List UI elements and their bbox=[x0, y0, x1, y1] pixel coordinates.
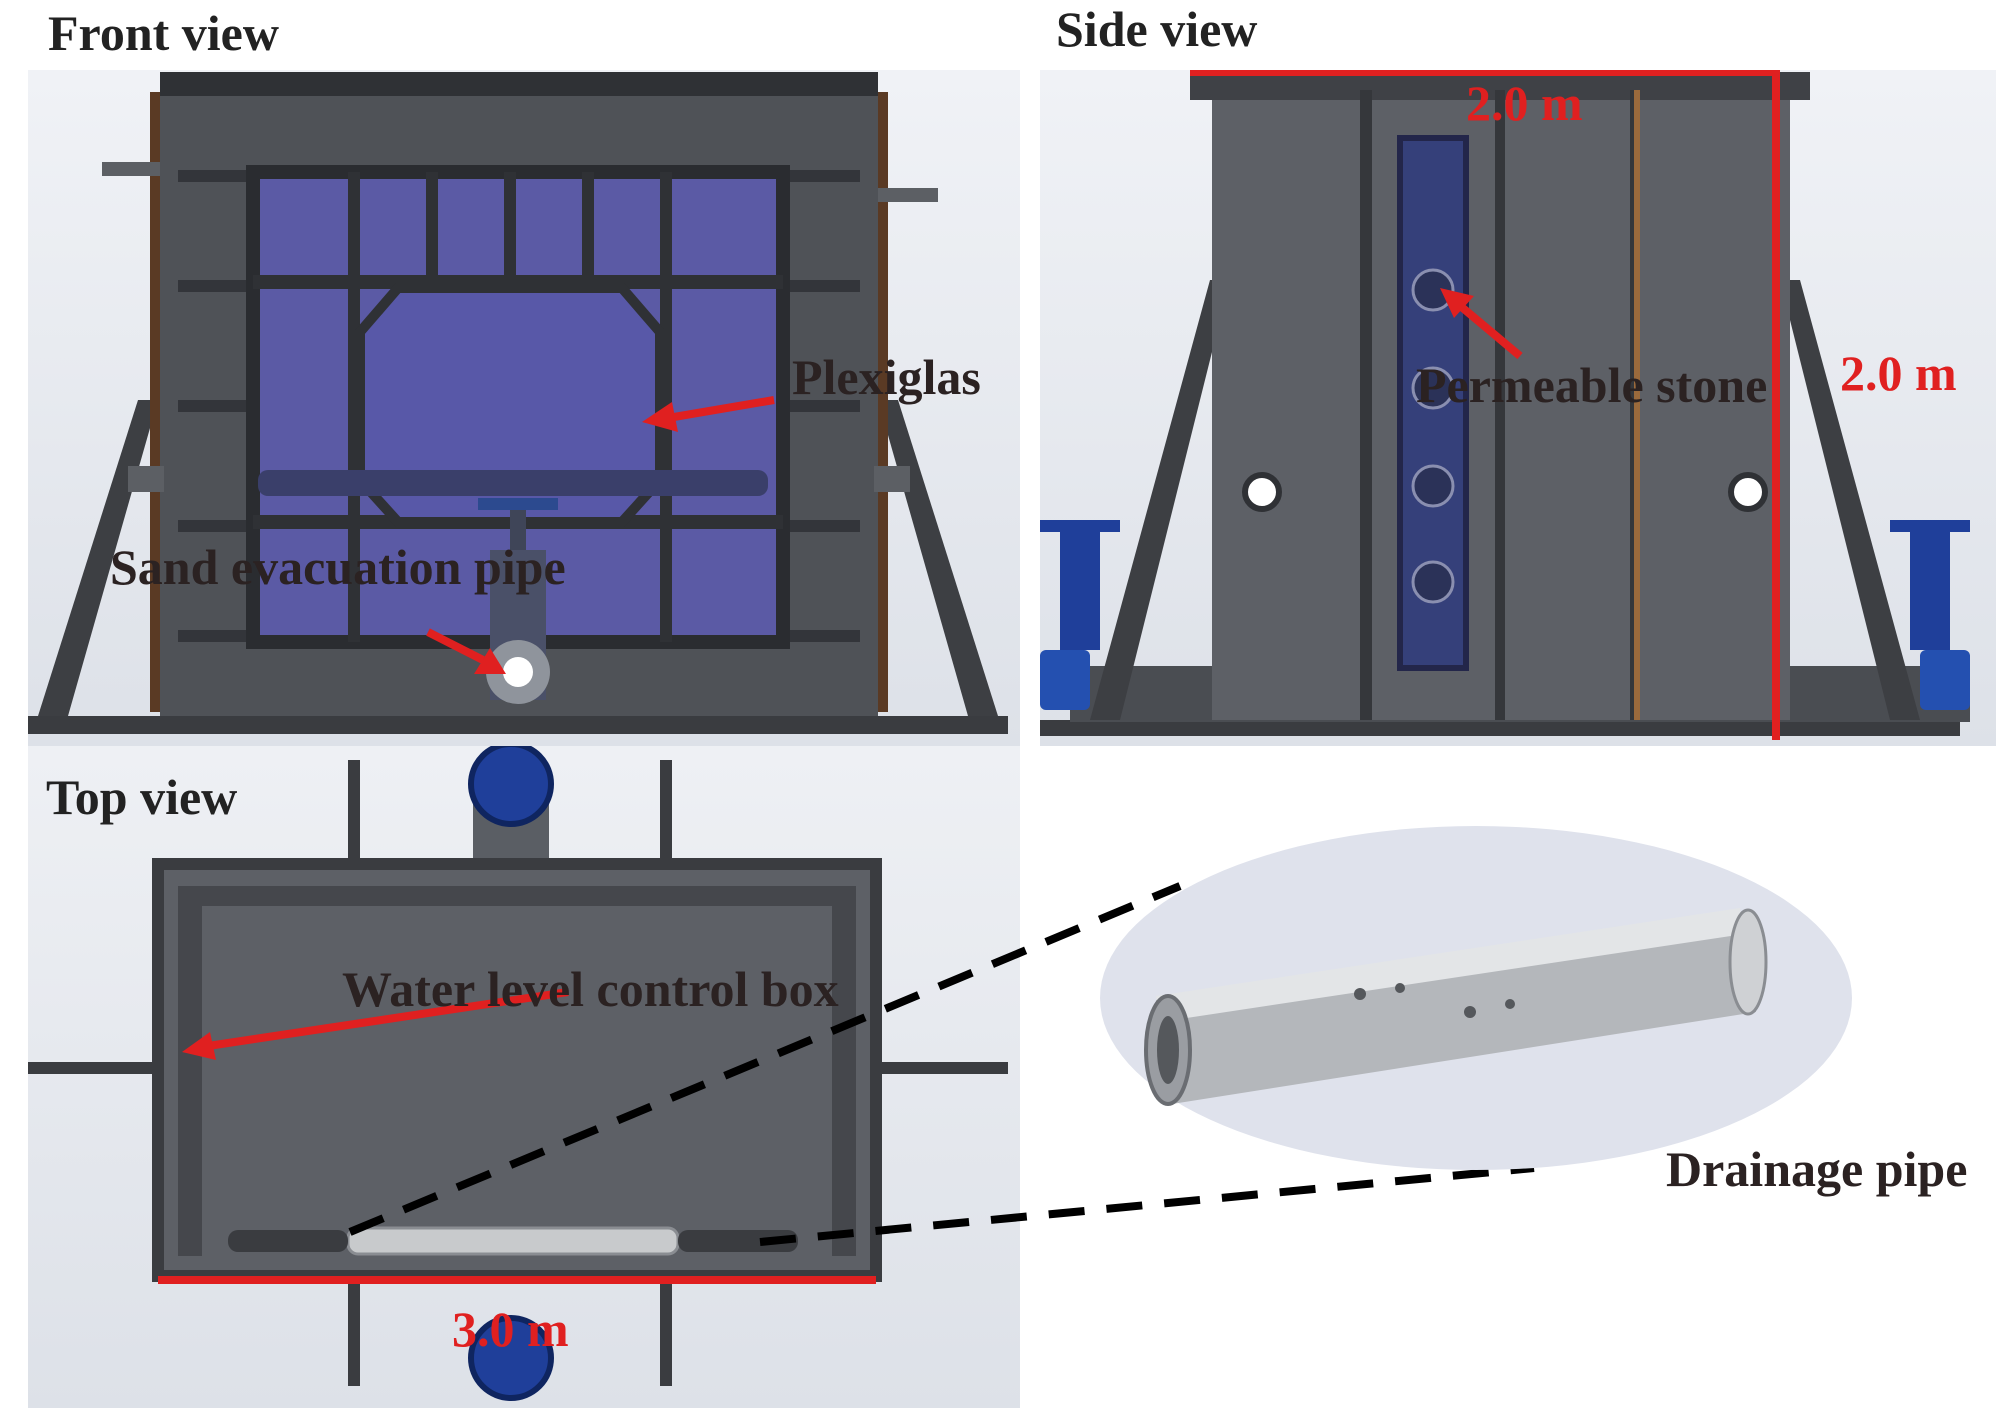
side-porthole bbox=[1242, 472, 1282, 512]
plexiglas-label: Plexiglas bbox=[792, 349, 981, 405]
detail-leader-line bbox=[348, 882, 1182, 1236]
side-view-title: Side view bbox=[1056, 1, 1258, 57]
top-valve-handwheel bbox=[468, 746, 554, 827]
water-level-control-box-label: Water level control box bbox=[342, 961, 839, 1017]
top-inner-wall-right bbox=[832, 886, 856, 1256]
window-mullion bbox=[582, 172, 594, 292]
window-octagon bbox=[355, 283, 665, 527]
permeable-stone-disc bbox=[1411, 268, 1455, 312]
top-length-dimension: 3.0 m bbox=[452, 1301, 569, 1357]
top-drainage-hose bbox=[228, 1230, 348, 1252]
plexiglas-arrow bbox=[667, 396, 775, 422]
sand-pipe-arrow bbox=[426, 628, 485, 664]
top-view-panel bbox=[28, 746, 1020, 1408]
side-porthole bbox=[1728, 472, 1768, 512]
window-mullion bbox=[426, 172, 438, 292]
detail-leader-line bbox=[759, 1164, 1535, 1246]
permeable-stone-disc bbox=[1411, 560, 1455, 604]
side-view-panel bbox=[1040, 70, 1996, 746]
top-inner-wall-top bbox=[178, 886, 856, 906]
water-box-arrow bbox=[207, 988, 569, 1050]
side-left-leg bbox=[1090, 280, 1230, 720]
permeable-stone-arrowhead bbox=[1440, 288, 1474, 318]
permeable-stone-arrow bbox=[1455, 300, 1523, 360]
permeable-stone-disc bbox=[1411, 464, 1455, 508]
top-bracket bbox=[348, 760, 360, 878]
top-valve-handwheel bbox=[468, 1315, 554, 1401]
drainage-pipe-label: Drainage pipe bbox=[1666, 1141, 1968, 1197]
side-view-drawing bbox=[1040, 70, 1970, 740]
side-divider bbox=[1360, 90, 1372, 720]
detail-drainage-pipe bbox=[1144, 908, 1768, 1106]
front-view-drawing bbox=[28, 72, 1008, 734]
front-valve-handwheel bbox=[478, 498, 558, 510]
side-bracket bbox=[28, 1062, 168, 1074]
sand-pipe-arrowhead bbox=[474, 648, 506, 674]
window-mullion bbox=[504, 172, 516, 292]
front-right-edge bbox=[878, 92, 888, 712]
front-left-edge bbox=[150, 92, 160, 712]
top-drainage-hose bbox=[678, 1230, 798, 1252]
front-drain-pipe bbox=[258, 470, 768, 496]
top-inner-wall-left bbox=[178, 886, 202, 1256]
side-left-valve-flange bbox=[1040, 650, 1090, 710]
side-width-dimension: 2.0 m bbox=[1466, 75, 1583, 131]
front-stub bbox=[128, 466, 164, 492]
side-bracket bbox=[878, 1062, 1008, 1074]
front-stub bbox=[878, 188, 938, 202]
permeable-stone-disc bbox=[1411, 366, 1455, 410]
side-height-dimension: 2.0 m bbox=[1840, 345, 1957, 401]
front-top-cap bbox=[160, 72, 878, 96]
window-transom bbox=[253, 275, 783, 289]
front-valve-opening bbox=[503, 657, 533, 687]
side-left-valve-body bbox=[1060, 530, 1100, 650]
front-base-rail bbox=[28, 716, 1008, 734]
front-stub bbox=[874, 466, 910, 492]
sand-evacuation-pipe-label: Sand evacuation pipe bbox=[110, 539, 566, 595]
front-valve-stem bbox=[510, 500, 526, 560]
side-left-valve-wheel bbox=[1040, 520, 1120, 532]
front-view-title: Front view bbox=[48, 5, 279, 61]
front-stub bbox=[102, 162, 160, 176]
side-base-rail bbox=[1040, 720, 1960, 736]
plexiglas-arrowhead bbox=[642, 402, 678, 432]
top-view-title: Top view bbox=[46, 769, 238, 825]
permeable-stone-label: Permeable stone bbox=[1416, 357, 1768, 413]
front-view-panel bbox=[28, 70, 1020, 746]
top-bracket bbox=[660, 760, 672, 878]
side-right-valve-body bbox=[1910, 530, 1950, 650]
side-right-valve-flange bbox=[1920, 650, 1970, 710]
side-right-leg bbox=[1780, 280, 1920, 720]
top-view-drawing bbox=[28, 746, 1008, 1401]
top-bracket bbox=[348, 1274, 360, 1386]
side-right-valve-wheel bbox=[1890, 520, 1970, 532]
side-divider bbox=[1495, 90, 1505, 720]
water-box-arrowhead bbox=[182, 1032, 216, 1060]
top-bracket bbox=[660, 1274, 672, 1386]
side-copper-strip bbox=[1634, 90, 1640, 720]
